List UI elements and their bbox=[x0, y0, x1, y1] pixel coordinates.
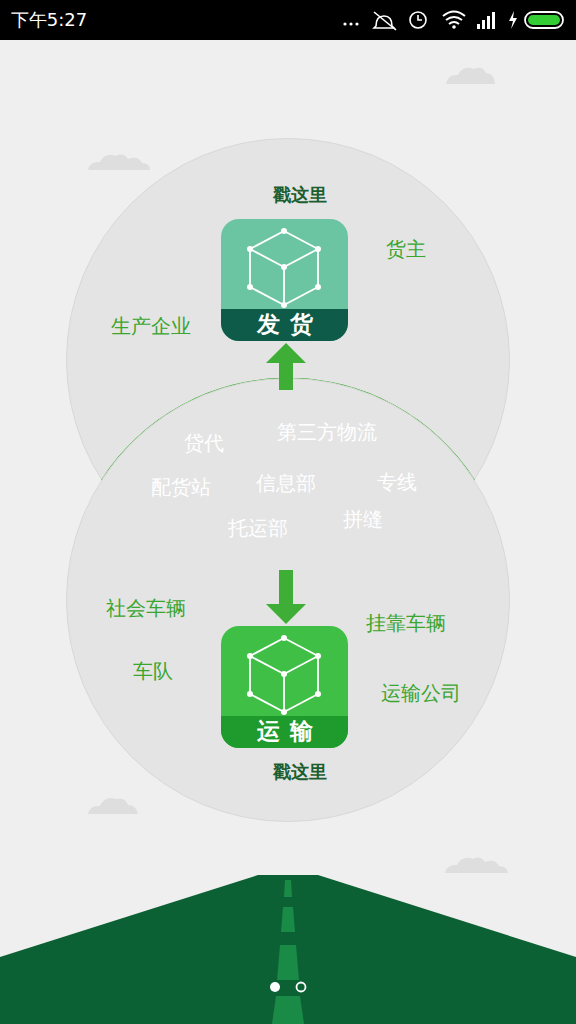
party-label: 车队 bbox=[133, 659, 173, 683]
role-label: 第三方物流 bbox=[277, 420, 377, 444]
role-label: 拼缝 bbox=[343, 507, 383, 531]
app-icon: 发货 bbox=[221, 219, 348, 341]
logo-text: 戳这里 bbox=[273, 183, 327, 207]
icon-title: 发货 bbox=[247, 311, 323, 339]
status-time: 下午5:27 bbox=[11, 8, 87, 32]
role-label: 信息部 bbox=[256, 471, 316, 495]
role-label: 托运部 bbox=[228, 516, 288, 540]
party-label: 货主 bbox=[386, 237, 426, 261]
cube-symbol bbox=[221, 626, 348, 716]
party-label: 挂靠车辆 bbox=[366, 611, 446, 635]
role-label: 专线 bbox=[377, 470, 417, 494]
block-arrow bbox=[266, 570, 306, 624]
logo-text: 戳这里 bbox=[273, 760, 327, 784]
role-label: 贷代 bbox=[184, 431, 224, 455]
cube-symbol bbox=[221, 219, 348, 309]
block-arrow bbox=[266, 343, 306, 390]
group-circle: 社会车辆挂靠车辆车队运输公司运输 bbox=[66, 378, 510, 822]
party-label: 生产企业 bbox=[111, 314, 191, 338]
app-icon: 运输 bbox=[221, 626, 348, 748]
role-label: 配货站 bbox=[151, 475, 211, 499]
icon-title: 运输 bbox=[247, 718, 323, 746]
party-label: 运输公司 bbox=[381, 681, 461, 705]
party-label: 社会车辆 bbox=[106, 596, 186, 620]
